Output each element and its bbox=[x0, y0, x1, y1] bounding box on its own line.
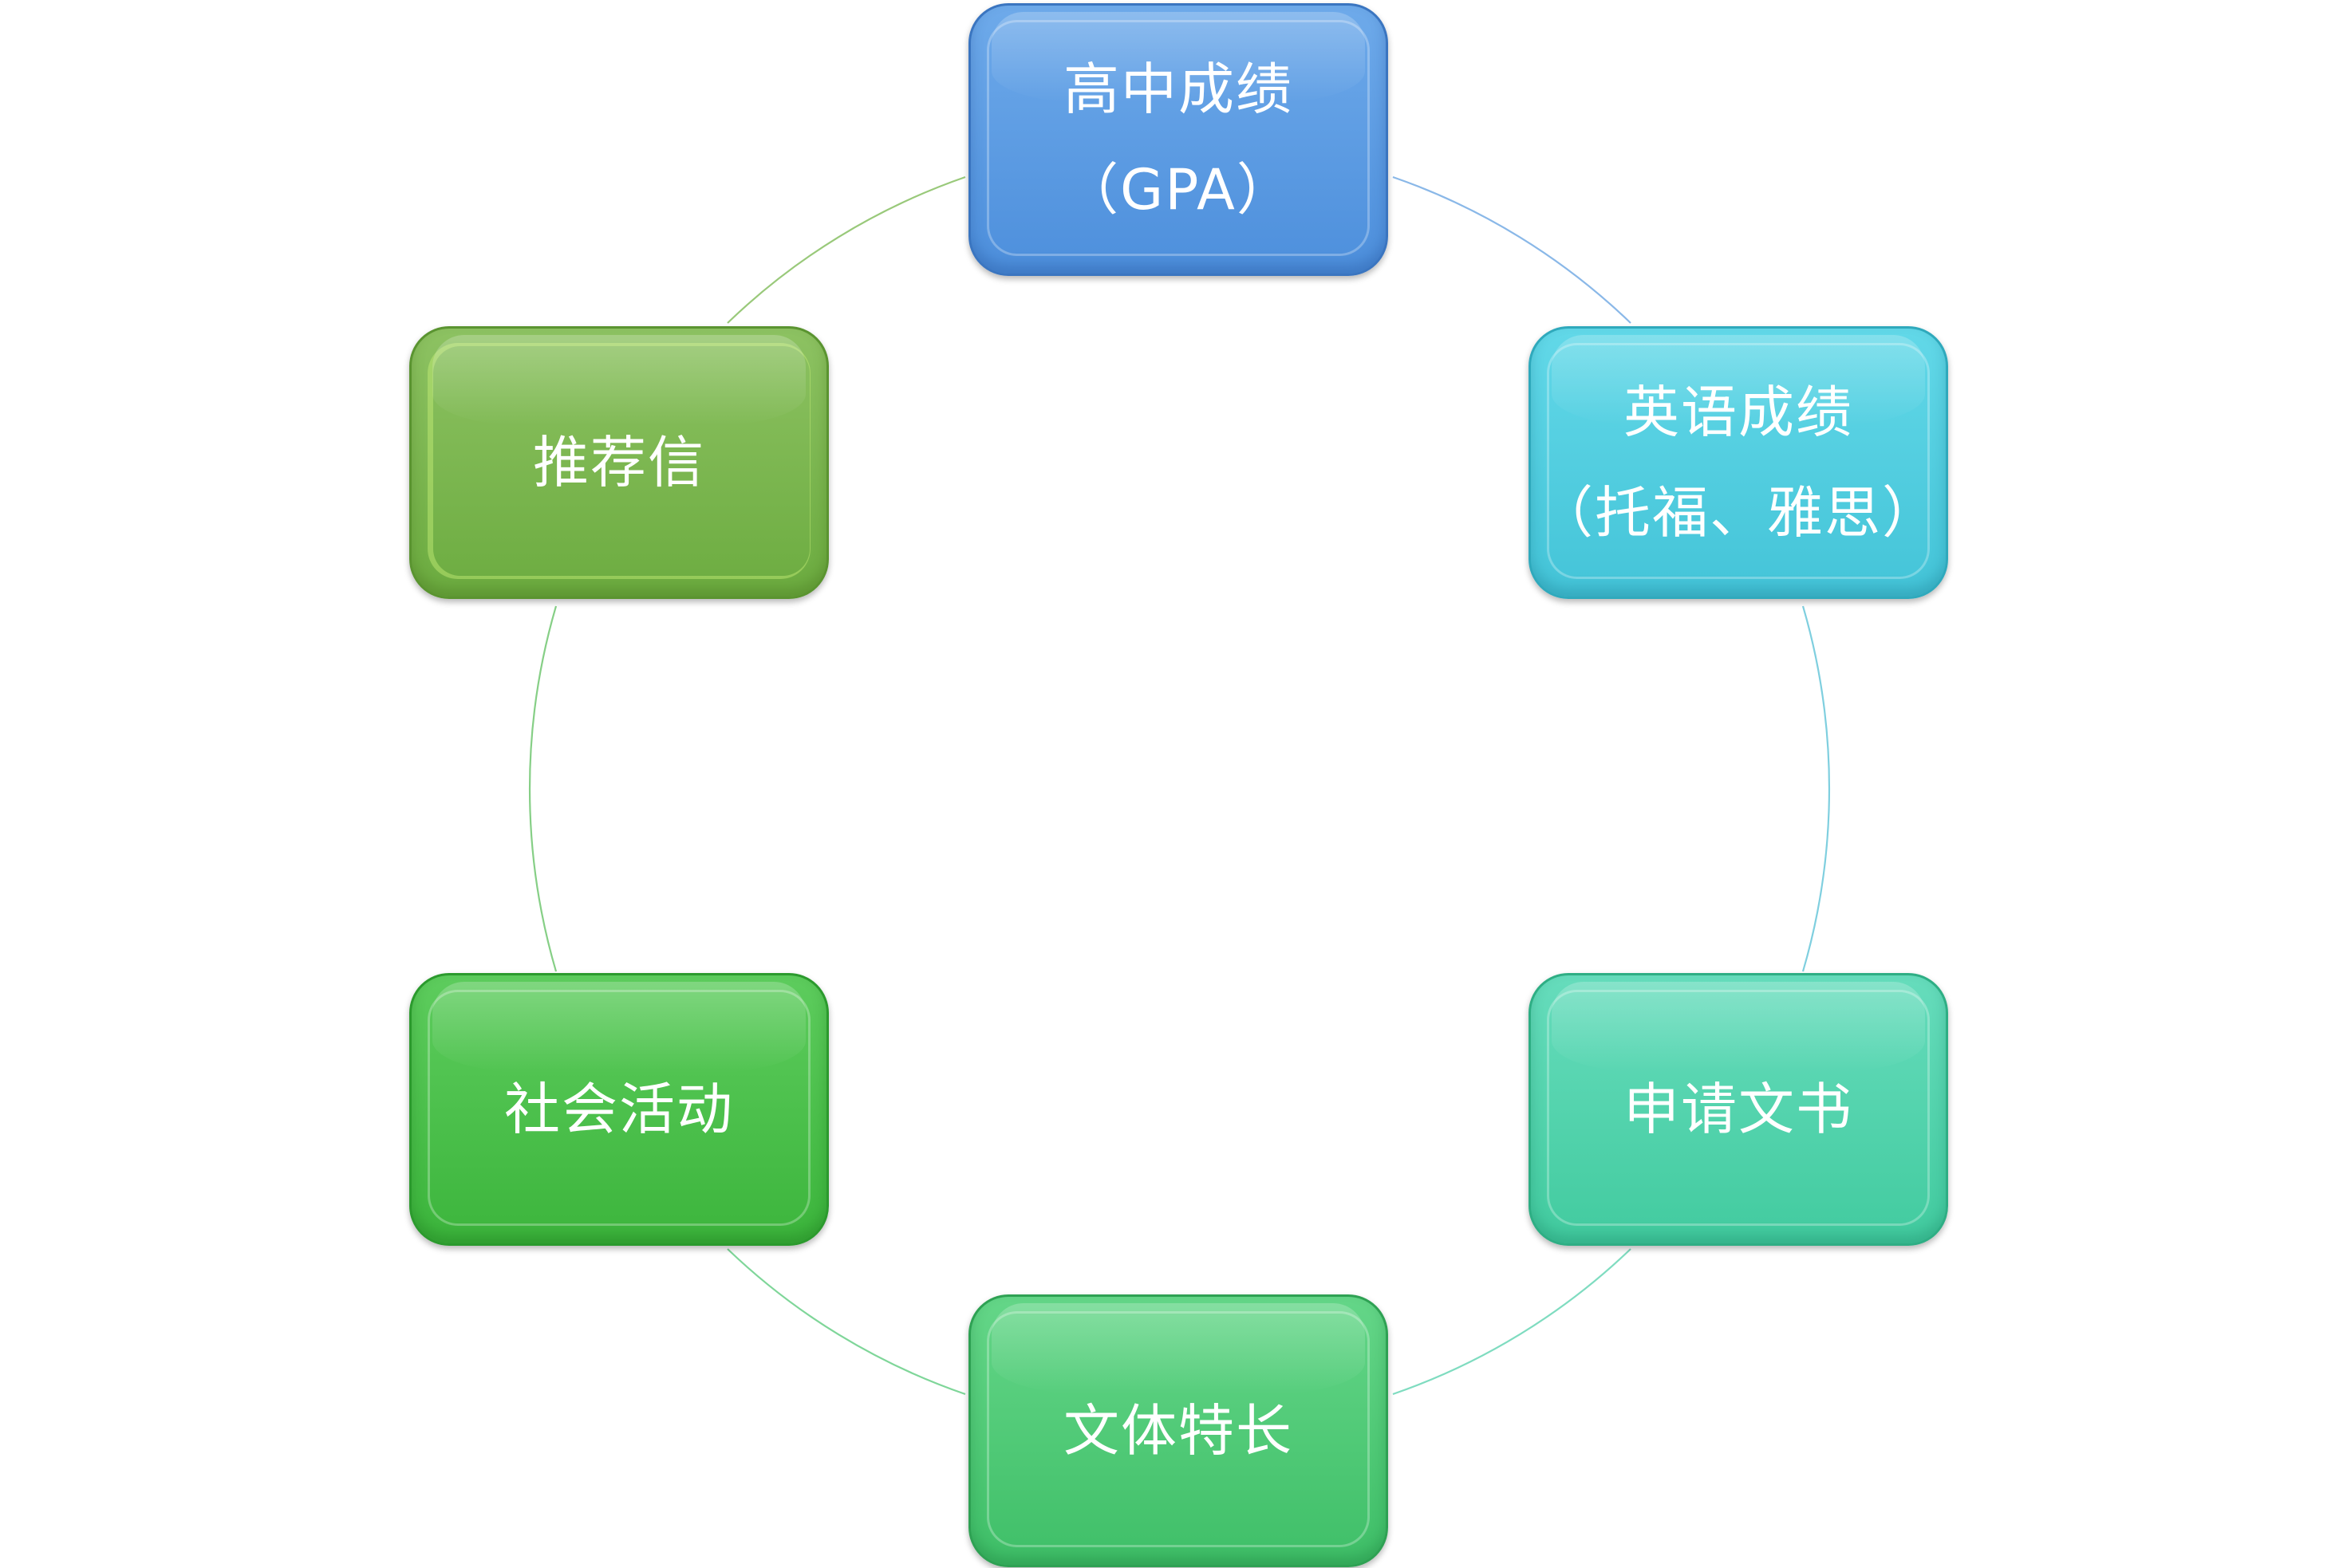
node-high-school-gpa: 高中成绩 （GPA） bbox=[968, 3, 1388, 276]
node-gpa-line-1: 高中成绩 bbox=[1063, 57, 1293, 122]
node-essay-label: 申请文书 bbox=[1623, 1077, 1853, 1142]
connector-essay-to-talent bbox=[1392, 1248, 1631, 1396]
node-english-scores: 英语成绩 （托福、雅思） bbox=[1529, 326, 1948, 599]
connector-gpa-to-english bbox=[1392, 175, 1631, 324]
node-english-line-1: 英语成绩 bbox=[1623, 380, 1853, 445]
connector-talent-to-social bbox=[727, 1248, 966, 1396]
node-arts-sports-talent: 文体特长 bbox=[968, 1294, 1388, 1567]
node-social-activities: 社会活动 bbox=[409, 973, 829, 1246]
node-recommendation-letter: 推荐信 bbox=[409, 326, 829, 599]
node-rec-label: 推荐信 bbox=[533, 430, 705, 495]
connector-social-to-rec bbox=[528, 605, 558, 972]
node-gpa-line-2: （GPA） bbox=[1063, 157, 1294, 223]
node-application-essay: 申请文书 bbox=[1529, 973, 1948, 1246]
node-talent-label: 文体特长 bbox=[1063, 1398, 1293, 1464]
node-social-label: 社会活动 bbox=[504, 1077, 734, 1142]
connector-rec-to-gpa bbox=[727, 175, 966, 324]
connector-english-to-essay bbox=[1801, 605, 1831, 972]
node-english-line-2: （托福、雅思） bbox=[1537, 480, 1939, 546]
